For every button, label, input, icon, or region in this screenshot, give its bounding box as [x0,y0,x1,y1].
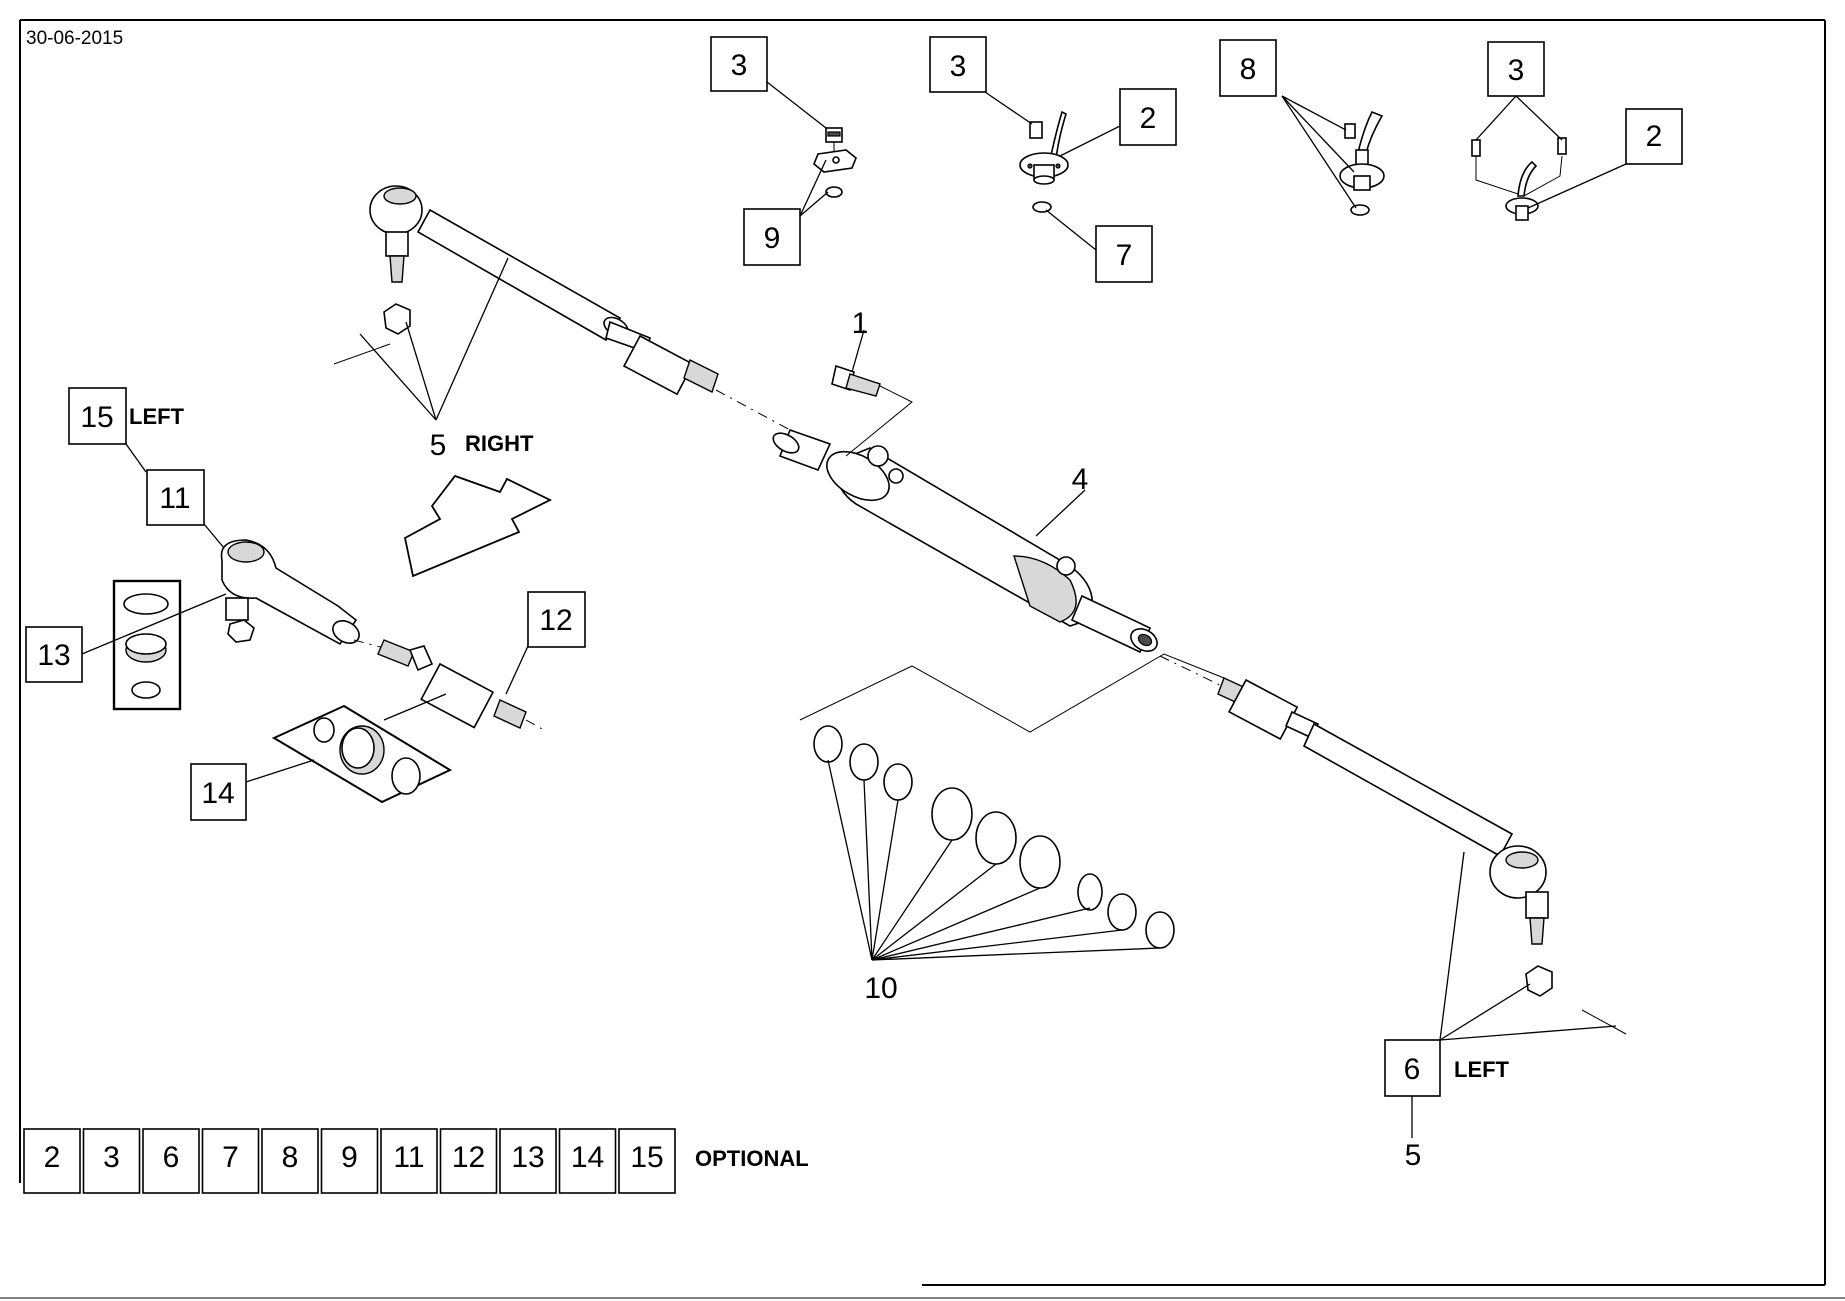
optional-part-8[interactable]: 8 [261,1128,319,1194]
left-side-label-bottom: LEFT [1454,1057,1510,1082]
drawing-frame [0,19,1845,1299]
callout-8[interactable]: 8 [1219,39,1277,97]
optional-label: OPTIONAL [695,1146,809,1171]
optional-part-label: 13 [511,1141,544,1174]
sensor-assembly-c [1471,137,1567,221]
callout-2b-label: 2 [1646,120,1663,153]
callout-6-label: 6 [1404,1053,1421,1086]
right-side-label: RIGHT [465,431,534,456]
callout-11[interactable]: 11 [146,469,205,526]
left-side-label-top: LEFT [129,404,185,429]
callout-3c[interactable]: 3 [1487,41,1545,97]
optional-part-2[interactable]: 2 [23,1128,81,1194]
seal-kit-13-box [112,579,182,711]
optional-part-11[interactable]: 11 [380,1128,438,1194]
sensor-flange-assembly-b [1339,110,1385,216]
optional-part-12[interactable]: 12 [439,1128,498,1194]
optional-part-label: 11 [393,1141,424,1174]
optional-part-9[interactable]: 9 [320,1128,379,1194]
optional-part-label: 15 [630,1141,663,1174]
callout-9-label: 9 [764,222,781,255]
tie-rod-right [333,185,719,396]
callout-6[interactable]: 6 [1384,1039,1441,1097]
left-end-detail [220,539,545,731]
optional-part-7[interactable]: 7 [201,1128,260,1194]
seal-kit-rings [799,653,1225,949]
callout-3c-label: 3 [1508,54,1525,87]
date-stamp: 30-06-2015 [26,28,123,49]
callout-3a-label: 3 [731,49,748,82]
sensor-plate-assembly [813,127,857,198]
callout-15[interactable]: 15 [68,387,127,445]
callout-9[interactable]: 9 [743,208,801,266]
steering-cylinder [715,389,1227,689]
callout-2a-label: 2 [1140,102,1157,135]
leader-lines [81,81,1627,1138]
callout-4-label: 4 [1072,463,1089,496]
optional-part-15[interactable]: 15 [618,1128,676,1194]
direction-arrow-icon [403,474,553,578]
callout-15-label: 15 [80,401,113,434]
callout-5-right-label: 5 [430,429,447,462]
callout-14-label: 14 [201,777,234,810]
callout-7-label: 7 [1116,239,1133,272]
callout-2a[interactable]: 2 [1119,88,1177,146]
optional-part-6[interactable]: 6 [142,1128,200,1194]
callout-11-label: 11 [159,482,190,515]
callout-12[interactable]: 12 [527,591,586,648]
callout-10-label: 10 [864,972,897,1005]
callout-3b[interactable]: 3 [929,36,987,93]
optional-part-3[interactable]: 3 [82,1128,141,1194]
optional-part-label: 14 [571,1141,604,1174]
callout-1-label: 1 [852,307,869,340]
optional-part-label: 7 [222,1141,239,1174]
callout-14[interactable]: 14 [190,763,247,821]
sensor-flange-assembly-a [1019,110,1069,213]
optional-part-label: 9 [341,1141,358,1174]
optional-part-label: 3 [103,1141,120,1174]
callout-3a[interactable]: 3 [710,36,768,92]
optional-part-label: 6 [163,1141,180,1174]
callout-12-label: 12 [539,604,572,637]
optional-parts-bar: 2 3 6 7 8 9 11 12 13 14 15 [23,1128,676,1194]
callout-13[interactable]: 13 [25,626,83,683]
optional-part-label: 12 [452,1141,485,1174]
bolt-part-1 [831,364,913,457]
optional-part-label: 8 [282,1141,299,1174]
optional-part-13[interactable]: 13 [499,1128,557,1194]
callout-7[interactable]: 7 [1095,225,1153,283]
tie-rod-left [1217,677,1627,1035]
optional-part-14[interactable]: 14 [558,1128,617,1194]
callout-13-label: 13 [37,639,70,672]
callout-3b-label: 3 [950,50,967,83]
optional-part-label: 2 [44,1141,61,1174]
callout-8-label: 8 [1240,53,1257,86]
callout-5-bottom-label: 5 [1405,1139,1422,1172]
callout-2b[interactable]: 2 [1625,108,1683,165]
seal-kit-14-box [271,704,453,804]
